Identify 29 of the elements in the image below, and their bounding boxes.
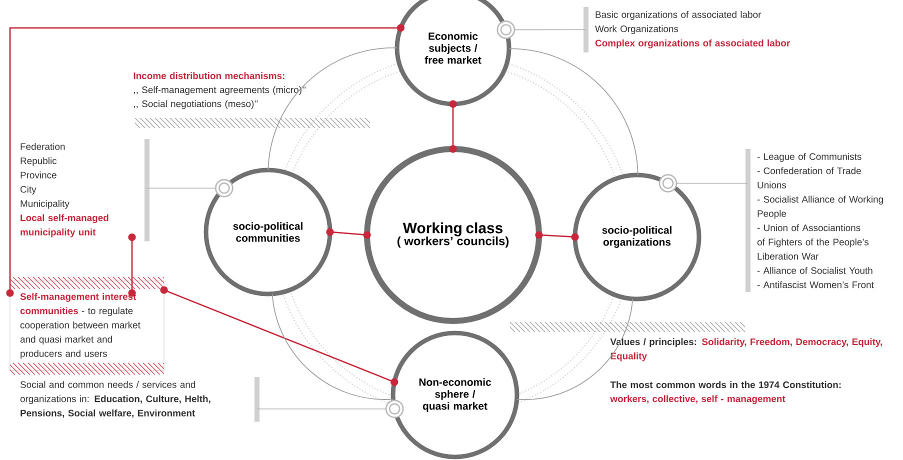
note-text: ,, Self-management agreements (micro)’’ bbox=[134, 86, 306, 96]
connector bbox=[535, 231, 579, 241]
node-label: Non-economic sphere / quasi market bbox=[419, 378, 492, 412]
connector-arc bbox=[268, 47, 398, 170]
connector bbox=[128, 234, 136, 297]
connector-arc bbox=[508, 48, 638, 176]
note-text: Values / principles: Solidarity, Freedom, Democracy, Equity, Equality bbox=[610, 338, 882, 362]
leader-line bbox=[146, 178, 234, 198]
connector-arc bbox=[516, 298, 634, 400]
connector bbox=[449, 100, 457, 153]
note-text: The most common words in the 1974 Constitution: bbox=[610, 381, 841, 388]
circle-node: socio-political communities bbox=[204, 168, 332, 296]
note-text: ,, Social negotiations (meso)’’ bbox=[134, 100, 258, 110]
note-text: workers, collective, self - management bbox=[610, 395, 786, 404]
circle-node: Non-economic sphere / quasi market bbox=[390, 330, 520, 460]
circle-node: Working class ( workers’ councils) bbox=[364, 146, 542, 324]
leader-line bbox=[256, 400, 404, 418]
leader-line bbox=[658, 174, 748, 192]
text-block: Basic organizations of associated labor Work Organizations Complex organizations of associated labor bbox=[584, 7, 790, 52]
circle-node: socio-political organizations bbox=[572, 172, 702, 302]
text-block: Federation Republic Province City Municipality Local self-managed municipality unit bbox=[20, 138, 150, 242]
connector-arc bbox=[272, 293, 394, 400]
connector bbox=[326, 228, 371, 239]
connector bbox=[6, 24, 405, 297]
leader-line bbox=[496, 20, 586, 39]
text-block: Social and common needs / services and organizations in: Education, Culture, Helth, Pensions, Social welfare, Environment bbox=[20, 376, 260, 422]
note-text: Income distribution mechanisms: bbox=[134, 72, 284, 80]
connector bbox=[160, 286, 398, 386]
text-block: - League of Communists - Confederation of Trade Unions - Socialist Alliance of Working People - Union of Associantions of Fighters of the People’s Liberation War - Alliance of Socialist Youth - Antifascist Women’s Front bbox=[746, 148, 883, 292]
